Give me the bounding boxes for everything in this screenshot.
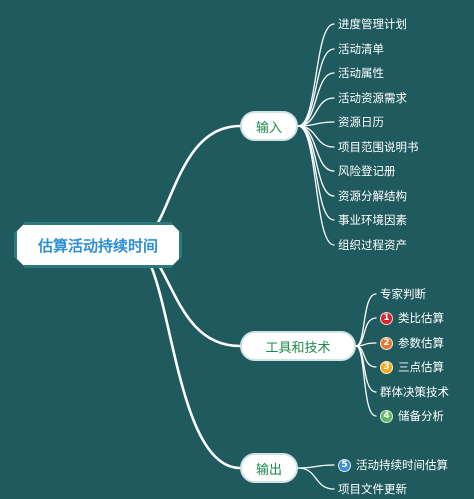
priority-badge-icon: 5	[338, 458, 351, 472]
leaf-item[interactable]: 活动资源需求	[338, 88, 407, 108]
leaf-item[interactable]: 活动属性	[338, 63, 384, 83]
leaf-item[interactable]: 活动清单	[338, 39, 384, 59]
leaf-label: 活动持续时间估算	[356, 458, 448, 472]
priority-badge-icon: 4	[380, 409, 393, 423]
leaf-item[interactable]: 资源分解结构	[338, 186, 407, 206]
leaf-item[interactable]: 1 类比估算	[380, 308, 444, 328]
leaf-connector-1-0	[355, 293, 377, 347]
leaf-connector-1-1	[355, 317, 377, 347]
leaf-label: 资源日历	[338, 115, 384, 129]
leaf-item[interactable]: 群体决策技术	[380, 382, 449, 402]
leaf-connector-2-0	[297, 464, 335, 469]
leaf-item[interactable]: 3 三点估算	[380, 357, 444, 377]
leaf-label: 专家判断	[380, 287, 426, 301]
leaf-connector-0-0	[297, 23, 335, 127]
leaf-label: 活动资源需求	[338, 91, 407, 105]
priority-badge-icon: 3	[380, 360, 393, 374]
priority-badge-icon: 1	[380, 311, 393, 325]
leaf-label: 三点估算	[398, 360, 444, 374]
root-connector-2	[130, 243, 242, 470]
leaf-item[interactable]: 5 活动持续时间估算	[338, 455, 448, 475]
leaf-label: 项目文件更新	[338, 482, 407, 496]
branch-output-label: 输出	[255, 462, 282, 478]
leaf-item[interactable]: 组织过程资产	[338, 235, 407, 255]
leaf-item[interactable]: 4 储备分析	[380, 406, 444, 426]
leaf-label: 类比估算	[398, 311, 444, 325]
leaf-item[interactable]: 项目文件更新	[338, 479, 407, 499]
branch-input-label: 输入	[255, 120, 282, 136]
leaf-connector-0-9	[297, 125, 335, 246]
leaf-connector-0-8	[297, 125, 335, 221]
leaf-label: 活动清单	[338, 42, 384, 56]
branch-tools[interactable]: 工具和技术	[240, 331, 356, 361]
branch-input[interactable]: 输入	[240, 111, 298, 141]
leaf-label: 进度管理计划	[338, 17, 407, 31]
leaf-item[interactable]: 项目范围说明书	[338, 137, 419, 157]
leaf-label: 储备分析	[398, 409, 444, 423]
leaf-connector-1-5	[355, 345, 377, 417]
leaf-item[interactable]: 事业环境因素	[338, 210, 407, 230]
priority-badge-icon: 2	[380, 336, 393, 350]
leaf-connector-1-4	[355, 345, 377, 393]
leaf-connector-0-3	[297, 97, 335, 127]
leaf-label: 参数估算	[398, 336, 444, 350]
leaf-item[interactable]: 专家判断	[380, 284, 426, 304]
leaf-item[interactable]: 2 参数估算	[380, 333, 444, 353]
leaf-label: 资源分解结构	[338, 189, 407, 203]
leaf-label: 组织过程资产	[338, 238, 407, 252]
root-node[interactable]: 估算活动持续时间	[14, 222, 182, 268]
leaf-connector-0-6	[297, 125, 335, 172]
branch-tools-label: 工具和技术	[265, 340, 331, 356]
leaf-item[interactable]: 资源日历	[338, 112, 384, 132]
root-label: 估算活动持续时间	[37, 236, 158, 255]
leaf-connector-2-1	[297, 467, 335, 490]
leaf-label: 事业环境因素	[338, 213, 407, 227]
leaf-item[interactable]: 进度管理计划	[338, 14, 407, 34]
leaf-label: 活动属性	[338, 66, 384, 80]
branch-output[interactable]: 输出	[240, 453, 298, 483]
leaf-connector-0-1	[297, 48, 335, 127]
leaf-label: 风险登记册	[338, 164, 396, 178]
leaf-item[interactable]: 风险登记册	[338, 161, 396, 181]
leaf-label: 群体决策技术	[380, 385, 449, 399]
leaf-label: 项目范围说明书	[338, 140, 419, 154]
